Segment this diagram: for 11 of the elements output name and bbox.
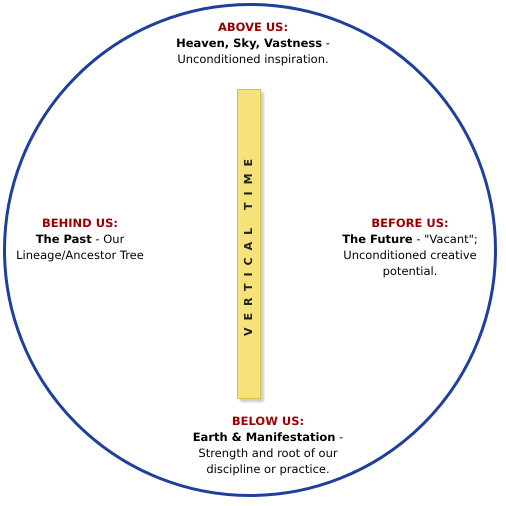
bar-label: VERTICAL TIME — [241, 152, 256, 336]
circle-outline — [3, 3, 497, 497]
description-text: The Past - Our Lineage/Ancestor Tree — [15, 231, 145, 263]
description-text: Heaven, Sky, Vastness - Unconditioned inspiration. — [175, 35, 331, 67]
section-heading: BEFORE US: — [370, 215, 450, 231]
description-text: Earth & Manifestation - Strength and root of our discipline or practice. — [192, 429, 344, 477]
vertical-bar — [237, 89, 261, 399]
description-text: The Future - "Vacant"; Unconditioned creative potential. — [341, 231, 479, 279]
section-heading: ABOVE US: — [216, 19, 290, 35]
section-heading: BEHIND US: — [41, 215, 119, 231]
section-heading: BELOW US: — [230, 413, 306, 429]
